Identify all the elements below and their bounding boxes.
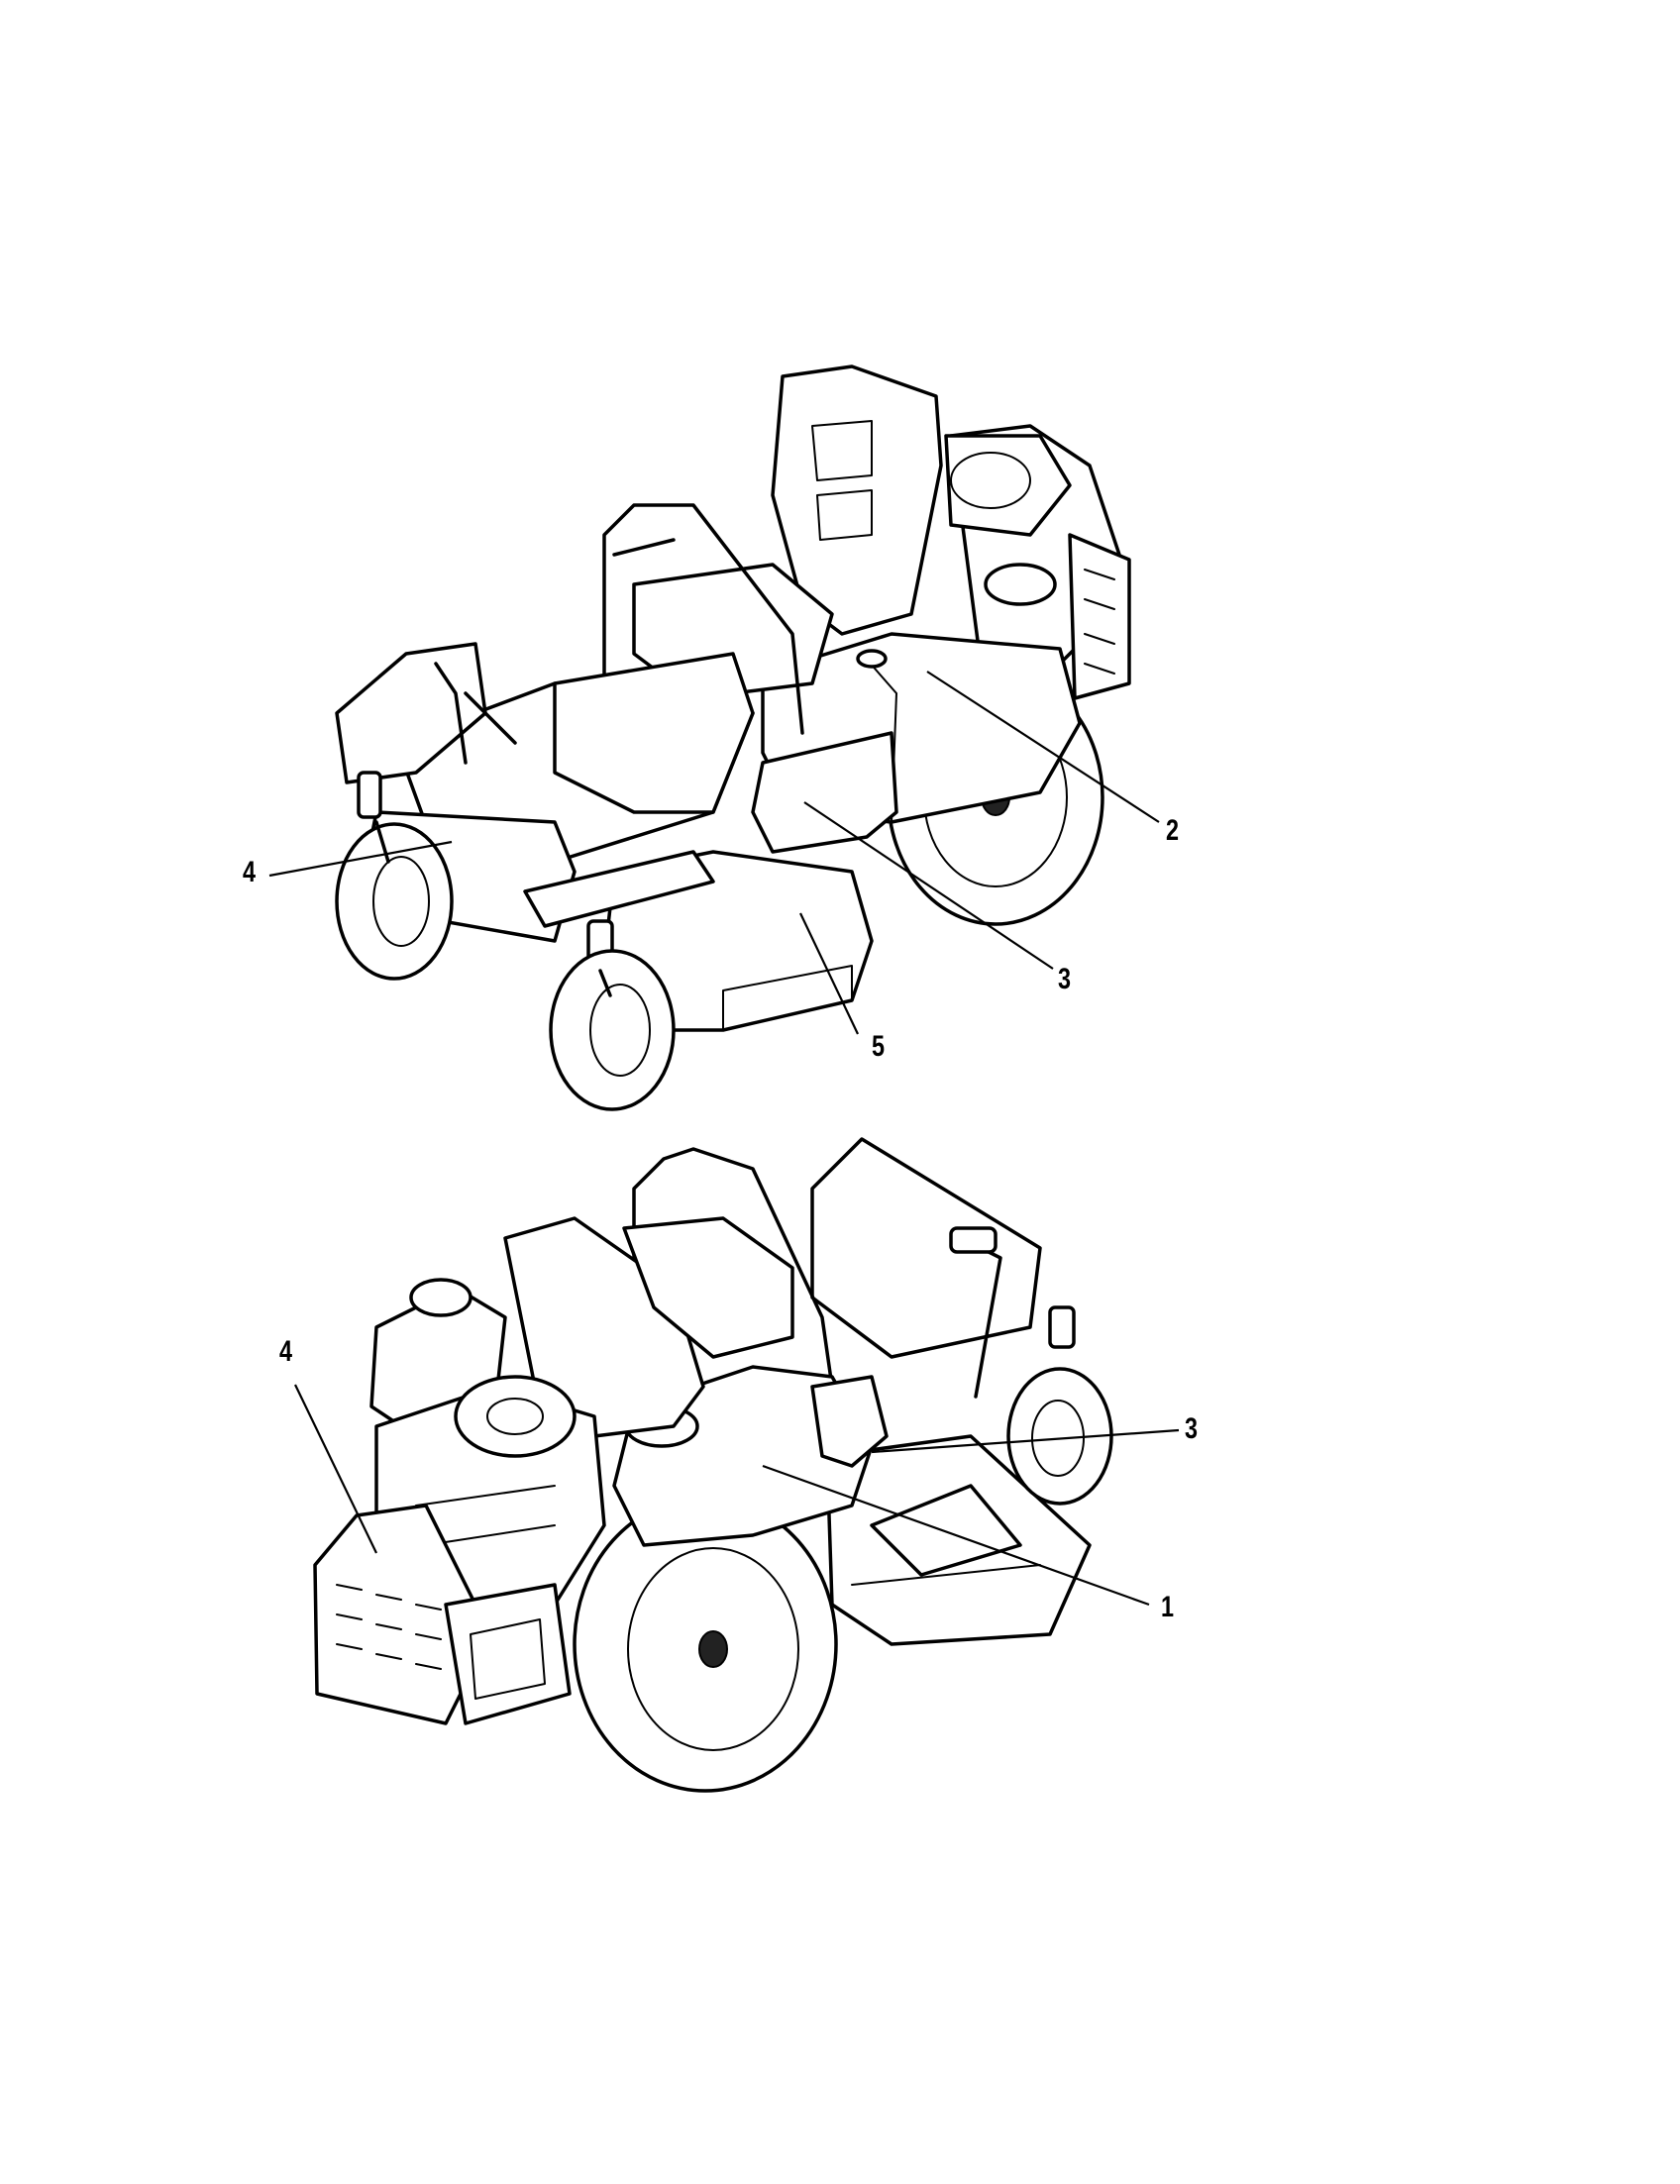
rear-guard-side bbox=[444, 1583, 572, 1725]
front-caster-right bbox=[549, 919, 676, 1111]
leader-bot-1 bbox=[762, 1464, 1150, 1607]
callout-bot-3: 3 bbox=[1185, 1412, 1199, 1445]
leader-bot-3 bbox=[871, 1428, 1180, 1454]
engine bbox=[944, 434, 1072, 537]
roll-bar bbox=[602, 503, 804, 735]
callout-bot-4: 4 bbox=[279, 1335, 293, 1368]
discharge-chute bbox=[870, 1484, 1022, 1577]
rear-wheel-bottom bbox=[573, 1496, 838, 1793]
seat-cushion-rear bbox=[622, 1216, 794, 1359]
console-rear bbox=[810, 1375, 889, 1468]
seat-back bbox=[771, 364, 943, 636]
callout-top-5: 5 bbox=[872, 1030, 886, 1063]
callout-top-4: 4 bbox=[243, 856, 257, 888]
seat-rear bbox=[503, 1216, 794, 1438]
callout-top-3: 3 bbox=[1058, 963, 1072, 995]
front-axle-bar bbox=[523, 850, 715, 928]
fuel-cap-left bbox=[409, 1278, 472, 1317]
rear-guard-grille bbox=[1068, 533, 1131, 700]
callout-top-2: 2 bbox=[1166, 814, 1180, 847]
leader-bot-4 bbox=[294, 1384, 377, 1554]
fuel-cap bbox=[984, 563, 1057, 606]
seat bbox=[632, 364, 943, 700]
mower-front-view bbox=[268, 364, 1160, 1111]
leader-top-5 bbox=[799, 912, 859, 1035]
footrest bbox=[553, 652, 755, 814]
front-caster-left bbox=[335, 771, 454, 981]
leader-top-2 bbox=[926, 671, 1160, 823]
mower-rear-view bbox=[294, 1137, 1180, 1793]
leader-top-4 bbox=[268, 840, 453, 878]
front-caster-bottom bbox=[1006, 1305, 1113, 1506]
callout-bot-1: 1 bbox=[1161, 1591, 1175, 1623]
roll-bar-rear bbox=[632, 1147, 834, 1389]
leader-top-3 bbox=[803, 801, 1054, 970]
footrest-plate bbox=[810, 1137, 1042, 1359]
control-console bbox=[751, 731, 898, 854]
